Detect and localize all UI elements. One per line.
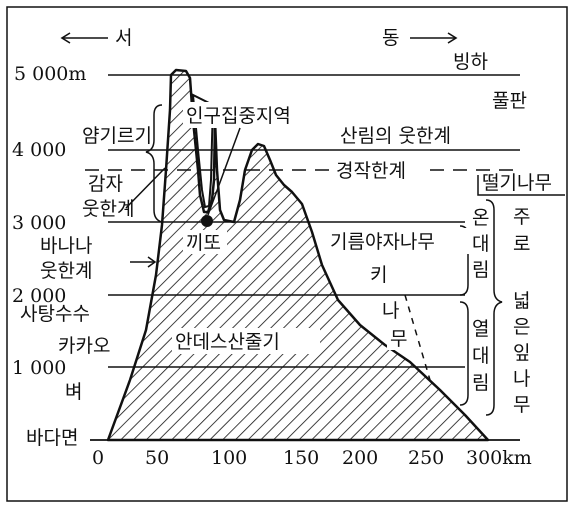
shrub-label: 떨기나무 bbox=[482, 172, 552, 194]
outer-frame bbox=[6, 6, 568, 502]
west-arrow bbox=[60, 32, 108, 44]
broadleaf-label-5: 무 bbox=[513, 394, 530, 416]
tropical-bracket bbox=[459, 301, 469, 406]
mainly-label-1: 주 bbox=[513, 206, 530, 228]
oil-palm-label: 기름야자나무 bbox=[330, 231, 435, 253]
y-label-2000: 2 000 bbox=[12, 285, 66, 307]
broadleaf-label-3: 잎 bbox=[513, 342, 530, 364]
barley-label: 얌기르기 bbox=[82, 125, 152, 147]
tropical-label-3: 림 bbox=[472, 372, 489, 394]
y-label-1000: 1 000 bbox=[12, 357, 66, 379]
oil-palm-label-bg bbox=[327, 228, 469, 254]
y-label-5000: 5 000m bbox=[14, 63, 86, 85]
grassland-label: 풀판 bbox=[492, 90, 527, 112]
y-label-3000: 3 000 bbox=[12, 212, 66, 234]
kito-label: 끼또 bbox=[186, 232, 221, 254]
residential-pointer bbox=[207, 127, 241, 216]
cultivation-limit-bg bbox=[332, 158, 422, 182]
east-arrow bbox=[410, 32, 458, 44]
potato-label-line1: 감자 bbox=[88, 173, 123, 195]
forest-limit-label: 산림의 웃한계 bbox=[340, 125, 451, 147]
tropical-label-1: 열 bbox=[472, 318, 489, 340]
x-label-150: 150 bbox=[283, 447, 319, 469]
cacao-ki-bg bbox=[367, 262, 391, 286]
cacao-na-label: 나 bbox=[382, 300, 399, 322]
x-label-300km: 300km bbox=[466, 447, 532, 469]
x-label-50: 50 bbox=[145, 447, 169, 469]
broadleaf-label-1: 넓 bbox=[513, 290, 530, 312]
potato-pointer bbox=[125, 167, 166, 209]
temperate-label-3: 림 bbox=[472, 259, 489, 281]
x-label-0: 0 bbox=[92, 447, 104, 469]
broadleaf-bracket bbox=[485, 199, 503, 416]
cultivation-limit-label: 경작한계 bbox=[336, 160, 406, 182]
barley-bracket bbox=[145, 104, 163, 223]
temperate-bracket bbox=[459, 225, 469, 296]
west-label: 서 bbox=[115, 27, 132, 49]
potato-label-line2: 웃한계 bbox=[82, 198, 134, 220]
banana-arrow bbox=[130, 256, 157, 268]
y-label-sea-level: 바다면 bbox=[26, 427, 78, 449]
cocoa-label: 카카오 bbox=[58, 335, 110, 357]
broadleaf-label-4: 나 bbox=[513, 368, 530, 390]
x-label-250: 250 bbox=[408, 447, 444, 469]
glacier-label: 빙하 bbox=[453, 51, 488, 73]
tropical-label-2: 대 bbox=[472, 345, 489, 367]
kito-label-bg bbox=[183, 230, 227, 254]
broadleaf-label-2: 은 bbox=[513, 316, 530, 338]
y-label-4000: 4 000 bbox=[12, 139, 66, 161]
cacao-dashed-line bbox=[404, 294, 431, 381]
residential-label-bg bbox=[183, 102, 335, 128]
banana-label-line2: 웃한계 bbox=[40, 260, 92, 282]
temperate-label-1: 온 bbox=[472, 207, 489, 229]
shrub-box bbox=[477, 175, 565, 196]
x-label-100: 100 bbox=[211, 447, 247, 469]
rice-label: 벼 bbox=[65, 381, 82, 403]
east-label: 동 bbox=[382, 27, 399, 49]
cacao-ki-label: 키 bbox=[370, 264, 387, 286]
sugarcane-label: 사탕수수 bbox=[20, 303, 90, 325]
cacao-mu-label: 무 bbox=[390, 328, 407, 350]
andes-label-bg bbox=[172, 328, 320, 354]
cacao-mu-bg bbox=[387, 326, 411, 350]
banana-label-line1: 바나나 bbox=[40, 235, 92, 257]
temperate-label-2: 대 bbox=[472, 233, 489, 255]
mainly-label-2: 로 bbox=[513, 233, 530, 255]
kito-marker bbox=[201, 215, 213, 227]
residential-area-label: 인구집중지역 bbox=[186, 105, 291, 127]
x-label-200: 200 bbox=[342, 447, 378, 469]
andes-label: 안데스산줄기 bbox=[175, 331, 280, 353]
cacao-na-bg bbox=[379, 298, 403, 322]
